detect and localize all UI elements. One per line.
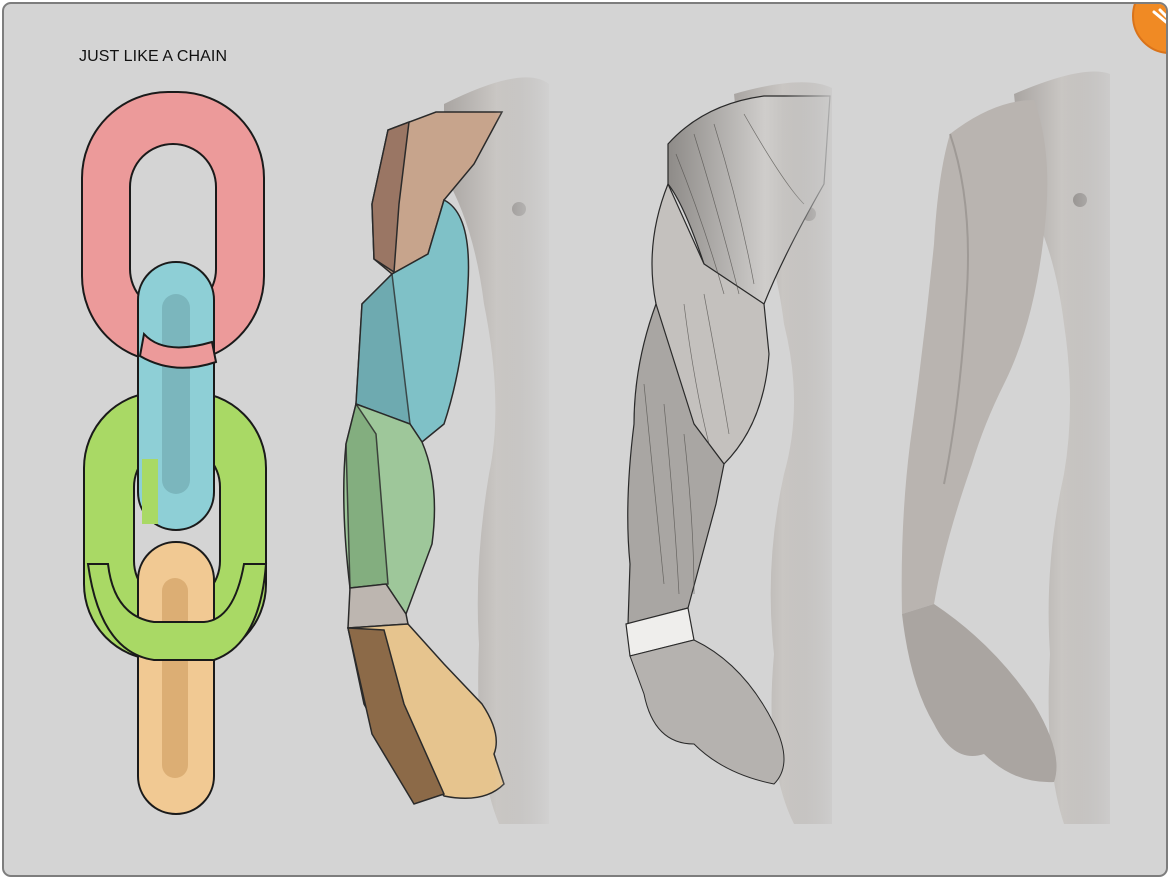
arm-segmented	[344, 64, 554, 844]
artwork	[4, 4, 1168, 877]
arm-plain	[902, 64, 1124, 844]
chain-link-tan	[138, 542, 214, 814]
arm-muscles	[626, 64, 844, 844]
chain-diagram	[82, 92, 266, 814]
